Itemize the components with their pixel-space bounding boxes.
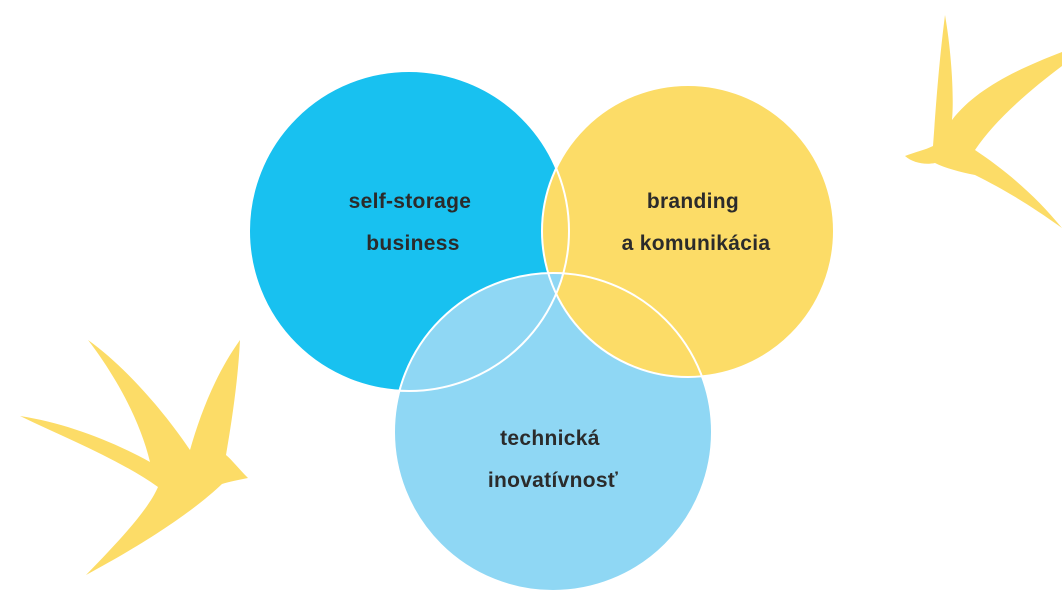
overlap-blue-technical (394, 273, 569, 391)
overlap-yellow-technical (542, 85, 834, 377)
swallow-icon (20, 340, 248, 575)
technical-label: technická inovatívnosť (488, 427, 619, 492)
self-storage-label: self-storage business (349, 190, 478, 255)
branding-label: branding a komunikácia (622, 190, 771, 255)
swallow-icon (905, 15, 1062, 228)
circle-outlines (248, 70, 835, 592)
